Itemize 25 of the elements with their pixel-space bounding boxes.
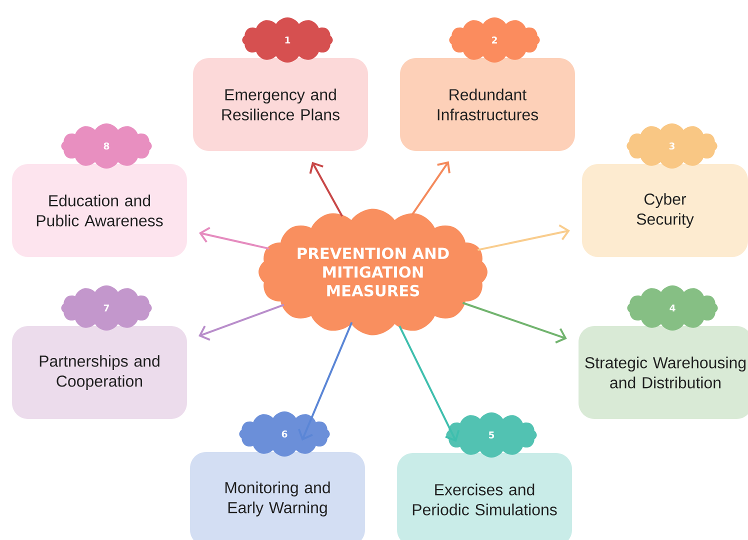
arrow: [478, 224, 570, 251]
arrow: [298, 322, 353, 441]
arrow: [198, 304, 284, 341]
number-badge: 2: [449, 17, 540, 63]
arrow: [398, 326, 460, 442]
arrow: [411, 161, 450, 216]
item-box: Redundant Infrastructures: [400, 58, 575, 152]
item-box: Partnerships and Cooperation: [12, 326, 187, 420]
number-badge: 8: [61, 123, 152, 169]
number-badge: 5: [446, 412, 537, 458]
number-badge: 6: [239, 411, 330, 457]
item-box: Exercises and Periodic Simulations: [397, 452, 572, 540]
item-box: Education and Public Awareness: [12, 164, 187, 258]
number-badge: 4: [627, 285, 718, 331]
arrow: [198, 226, 270, 250]
arrow: [309, 162, 343, 217]
arrow: [462, 302, 567, 344]
number-badge: 1: [242, 17, 333, 63]
item-box: Strategic Warehousing and Distribution: [578, 326, 748, 420]
item-box: Cyber Security: [582, 164, 748, 258]
number-badge: 7: [61, 285, 152, 331]
item-box: Monitoring and Early Warning: [190, 452, 365, 540]
central-cloud: PREVENTION AND MITIGATION MEASURES: [258, 208, 488, 336]
number-badge: 3: [626, 123, 718, 169]
item-box: Emergency and Resilience Plans: [193, 58, 368, 152]
